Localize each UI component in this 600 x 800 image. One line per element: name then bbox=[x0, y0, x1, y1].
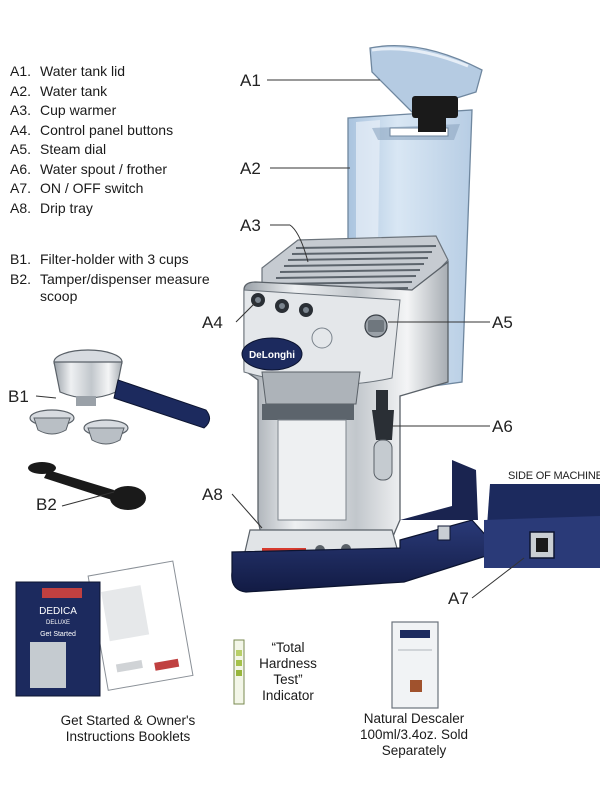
callout-a4: A4 bbox=[202, 313, 223, 332]
svg-text:DELUXE: DELUXE bbox=[46, 620, 70, 626]
descaler-caption: Natural Descaler 100ml/3.4oz. Sold Separ… bbox=[359, 711, 469, 758]
legend-item: A8. Drip tray bbox=[10, 199, 173, 219]
accessory-item: B1. Filter-holder with 3 cups bbox=[10, 251, 210, 268]
legend-code: A7. bbox=[10, 180, 32, 196]
callout-a8: A8 bbox=[202, 485, 223, 504]
callout-a3: A3 bbox=[240, 216, 261, 235]
grille-bar bbox=[279, 269, 421, 273]
legend-text: Water tank bbox=[40, 82, 108, 99]
legend-text: Water spout / frother bbox=[40, 160, 168, 177]
legend-item: A1. Water tank lid bbox=[10, 62, 173, 82]
callout-a2: A2 bbox=[240, 159, 261, 178]
steam-wand bbox=[372, 390, 394, 481]
legend-item: A2. Water tank bbox=[10, 82, 173, 102]
grille-bar bbox=[283, 263, 425, 267]
accessory-text: Tamper/dispenser measure scoop bbox=[40, 271, 210, 304]
legend-text: Steam dial bbox=[40, 141, 107, 157]
filter-holder bbox=[53, 349, 210, 429]
callout-a6: A6 bbox=[492, 417, 513, 436]
hardness-test-strip bbox=[233, 639, 245, 705]
callout-a5: A5 bbox=[492, 313, 513, 332]
steam-dial bbox=[364, 314, 388, 338]
machine-base bbox=[231, 460, 491, 593]
callout-b1: B1 bbox=[8, 387, 29, 406]
grille-bar bbox=[275, 275, 417, 279]
machine-body: DeLonghi bbox=[241, 260, 449, 549]
grille-bar bbox=[291, 251, 433, 255]
legend-code: A3. bbox=[10, 102, 32, 118]
legend-item: A6. Water spout / frother bbox=[10, 160, 173, 180]
filter-cup-1 bbox=[29, 409, 75, 435]
legend-text: Control panel buttons bbox=[40, 121, 174, 138]
water-tank-lid bbox=[369, 45, 483, 132]
hardness-caption: “Total Hardness Test” Indicator bbox=[259, 640, 317, 703]
svg-text:DEDICA: DEDICA bbox=[39, 606, 77, 617]
callout-b2: B2 bbox=[36, 495, 57, 514]
svg-text:Get Started: Get Started bbox=[40, 631, 76, 638]
legend-text: Drip tray bbox=[40, 199, 93, 216]
callout-a1: A1 bbox=[240, 71, 261, 90]
callout-lines bbox=[35, 79, 525, 599]
legend-text: Water tank lid bbox=[40, 63, 126, 79]
legend-code: A1. bbox=[10, 63, 32, 79]
filter-cup-2 bbox=[83, 419, 129, 445]
accessory-text: Filter-holder with 3 cups bbox=[40, 251, 189, 267]
legend-item: A3. Cup warmer bbox=[10, 101, 173, 121]
booklets-caption: Get Started & Owner's Instructions Bookl… bbox=[60, 713, 196, 744]
side-of-machine-label: SIDE OF MACHINE bbox=[508, 470, 600, 482]
accessory-code: B2. bbox=[10, 271, 32, 287]
legend-item: A5. Steam dial bbox=[10, 140, 173, 160]
legend-code: A4. bbox=[10, 121, 32, 138]
tamper-scoop bbox=[28, 462, 146, 510]
side-of-machine-inset: SIDE OF MACHINE bbox=[484, 470, 600, 568]
legend-code: A6. bbox=[10, 160, 32, 177]
accessory-item: B2. Tamper/dispenser measure scoop bbox=[10, 271, 210, 305]
control-panel-buttons bbox=[251, 293, 313, 317]
descaler-package bbox=[391, 621, 439, 709]
legend-text: Cup warmer bbox=[40, 102, 117, 118]
legend-code: A8. bbox=[10, 199, 32, 216]
legend-code: A5. bbox=[10, 141, 32, 157]
legend-text: ON / OFF switch bbox=[40, 180, 144, 196]
booklets: DEDICA DELUXE Get Started bbox=[15, 560, 194, 697]
legend-item: A7. ON / OFF switch bbox=[10, 179, 173, 199]
brand-logo: DeLonghi bbox=[241, 337, 303, 371]
grille-bar bbox=[287, 257, 429, 261]
callout-a7: A7 bbox=[448, 589, 469, 608]
accessory-code: B1. bbox=[10, 251, 32, 267]
grille-bar bbox=[295, 245, 437, 249]
legend-code: A2. bbox=[10, 82, 32, 99]
svg-text:DeLonghi: DeLonghi bbox=[249, 350, 295, 361]
legend-item: A4. Control panel buttons bbox=[10, 121, 173, 141]
